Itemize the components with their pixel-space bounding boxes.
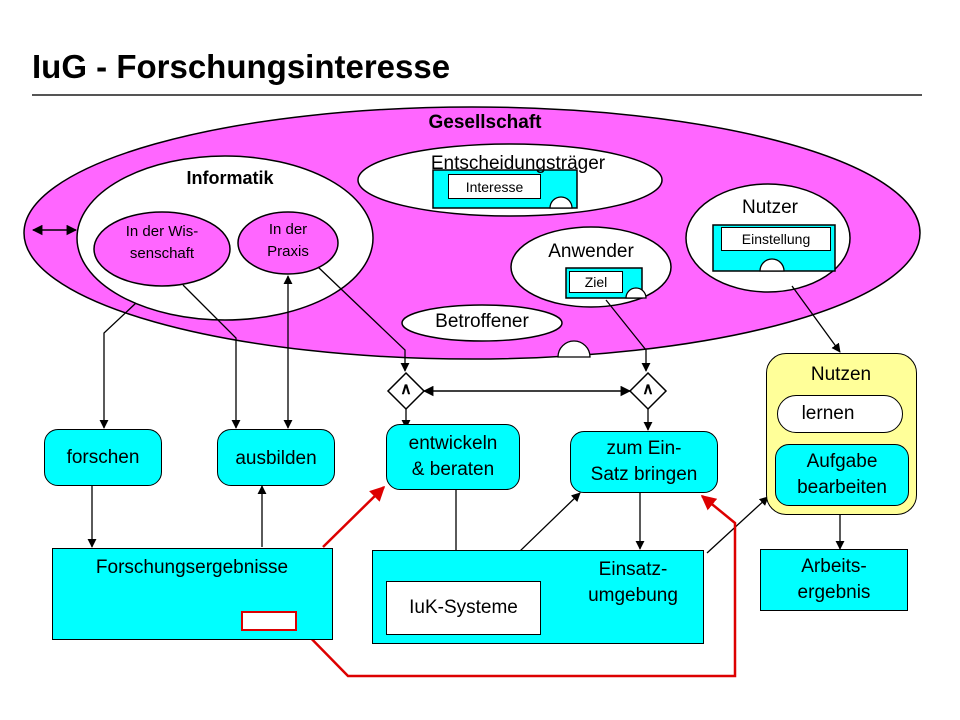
label-aufgabe: Aufgabe bearbeiten <box>797 451 887 498</box>
label-ausbilden: ausbilden <box>235 448 317 469</box>
nutzen-box: Nutzen lernen Aufgabe bearbeiten <box>766 353 917 515</box>
label-einsatz-bringen: zum Ein- Satz bringen <box>590 438 698 485</box>
lernen-box: lernen <box>777 395 903 433</box>
and-symbol-1: ∧ <box>400 381 412 398</box>
wissenschaft-ellipse <box>93 211 231 287</box>
ziel-label-box: Ziel <box>569 271 623 293</box>
ausbilden-box: ausbilden <box>217 429 335 486</box>
label-nutzen: Nutzen <box>810 364 872 385</box>
label-entwickeln: entwickeln & beraten <box>408 433 498 480</box>
label-ziel: Ziel <box>584 274 608 290</box>
and-symbol-2: ∧ <box>642 381 654 398</box>
einsatz-bringen-box: zum Ein- Satz bringen <box>570 431 718 493</box>
iuk-systeme-box: IuK-Systeme <box>386 581 541 635</box>
forschen-box: forschen <box>44 429 162 486</box>
page-title: IuG - Forschungsinteresse <box>32 48 451 85</box>
label-gesellschaft: Gesellschaft <box>428 112 542 133</box>
praxis-ellipse <box>237 211 339 275</box>
title-divider <box>32 94 922 96</box>
aufgabe-box: Aufgabe bearbeiten <box>775 444 909 506</box>
label-nutzer: Nutzer <box>742 197 798 218</box>
label-einstellung: Einstellung <box>741 231 811 247</box>
label-praxis: In der Praxis <box>267 221 309 260</box>
entwickeln-box: entwickeln & beraten <box>386 424 520 490</box>
label-wissenschaft: In der Wis- senschaft <box>125 223 199 262</box>
label-arbeitsergebnis: Arbeits- ergebnis <box>797 556 871 603</box>
label-anwender: Anwender <box>548 241 634 262</box>
forschungsergebnisse-box: Forschungsergebnisse <box>52 548 333 640</box>
label-lernen: lernen <box>801 403 855 424</box>
label-betroffener: Betroffener <box>435 311 529 332</box>
label-iuk-systeme: IuK-Systeme <box>409 597 518 618</box>
label-einsatzumgebung: Einsatz- umgebung <box>588 559 678 606</box>
betroffener-ellipse <box>401 304 563 342</box>
einstellung-label-box: Einstellung <box>721 227 831 251</box>
arbeitsergebnis-box: Arbeits- ergebnis <box>760 549 908 611</box>
label-entscheidungstraeger: Entscheidungsträger <box>430 153 606 174</box>
forschungsergebnisse-marker <box>241 611 297 631</box>
label-interesse: Interesse <box>465 178 524 195</box>
interesse-label-box: Interesse <box>448 174 541 199</box>
label-informatik: Informatik <box>186 168 274 188</box>
label-forschungsergebnisse: Forschungsergebnisse <box>95 557 289 578</box>
label-forschen: forschen <box>66 446 140 468</box>
einsatzumgebung-box: Einsatz- umgebung IuK-Systeme <box>372 550 704 644</box>
